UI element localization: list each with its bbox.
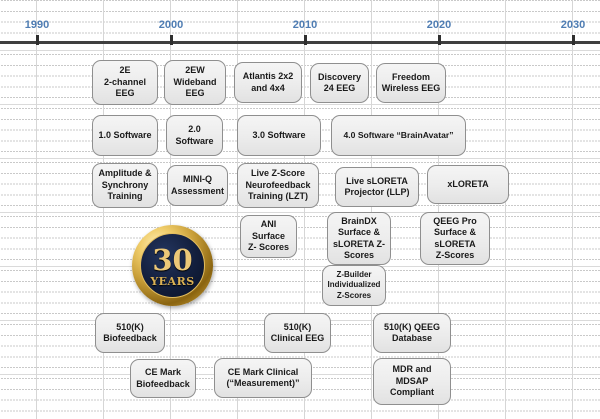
- box-braindx-surface-sloreta-zscores: BrainDX Surface & sLORETA Z- Scores: [327, 212, 391, 265]
- box-software-3-0: 3.0 Software: [237, 115, 321, 156]
- year-label-1990: 1990: [24, 19, 50, 31]
- year-label-2010: 2010: [292, 19, 318, 31]
- box-zbuilder-individualized-zscores: Z-Builder Individualized Z-Scores: [322, 265, 386, 306]
- badge-caption: YEARS: [150, 274, 195, 288]
- badge-inner-disc: 30 YEARS: [140, 233, 205, 298]
- timeline-tick-2000: [170, 35, 173, 45]
- year-label-2030: 2030: [560, 19, 586, 31]
- box-mdr-mdsap-compliant: MDR and MDSAP Compliant: [373, 358, 451, 405]
- badge-number: 30: [152, 242, 193, 277]
- year-label-2000: 2000: [158, 19, 184, 31]
- box-2e-2channel-eeg: 2E 2-channel EEG: [92, 60, 158, 105]
- timeline-tick-2020: [438, 35, 441, 45]
- timeline-tick-2030: [572, 35, 575, 45]
- box-510k-qeeg-database: 510(K) QEEG Database: [373, 313, 451, 353]
- timeline-tick-1990: [36, 35, 39, 45]
- box-ce-mark-biofeedback: CE Mark Biofeedback: [130, 359, 196, 398]
- box-2ew-wideband-eeg: 2EW Wideband EEG: [164, 60, 226, 105]
- box-ce-mark-clinical-measurement: CE Mark Clinical (“Measurement)”: [214, 358, 312, 398]
- box-software-4-0-brainavatar: 4.0 Software “BrainAvatar”: [331, 115, 466, 156]
- box-xloreta: xLORETA: [427, 165, 509, 204]
- box-510k-clinical-eeg: 510(K) Clinical EEG: [264, 313, 331, 353]
- box-atlantis: Atlantis 2x2 and 4x4: [234, 62, 302, 103]
- box-software-1-0: 1.0 Software: [92, 115, 158, 156]
- box-freedom-wireless-eeg: Freedom Wireless EEG: [376, 63, 446, 103]
- 30-years-badge: 30 YEARS: [132, 225, 213, 306]
- box-qeeg-pro-surface-sloreta-zscores: QEEG Pro Surface & sLORETA Z-Scores: [420, 212, 490, 265]
- timeline-axis-line: [0, 41, 600, 44]
- box-software-2-0: 2.0 Software: [166, 115, 223, 156]
- box-live-sloreta-projector-llp: Live sLORETA Projector (LLP): [335, 167, 419, 207]
- box-live-zscore-training-lzt: Live Z-Score Neurofeedback Training (LZT…: [237, 163, 319, 208]
- box-ani-surface-zscores: ANI Surface Z- Scores: [240, 215, 297, 258]
- year-label-2020: 2020: [426, 19, 452, 31]
- box-510k-biofeedback: 510(K) Biofeedback: [95, 313, 165, 353]
- box-mini-q-assessment: MINI-Q Assessment: [167, 165, 228, 206]
- timeline-tick-2010: [304, 35, 307, 45]
- box-amplitude-synchrony-training: Amplitude & Synchrony Training: [92, 163, 158, 208]
- box-discovery-24-eeg: Discovery 24 EEG: [310, 63, 369, 103]
